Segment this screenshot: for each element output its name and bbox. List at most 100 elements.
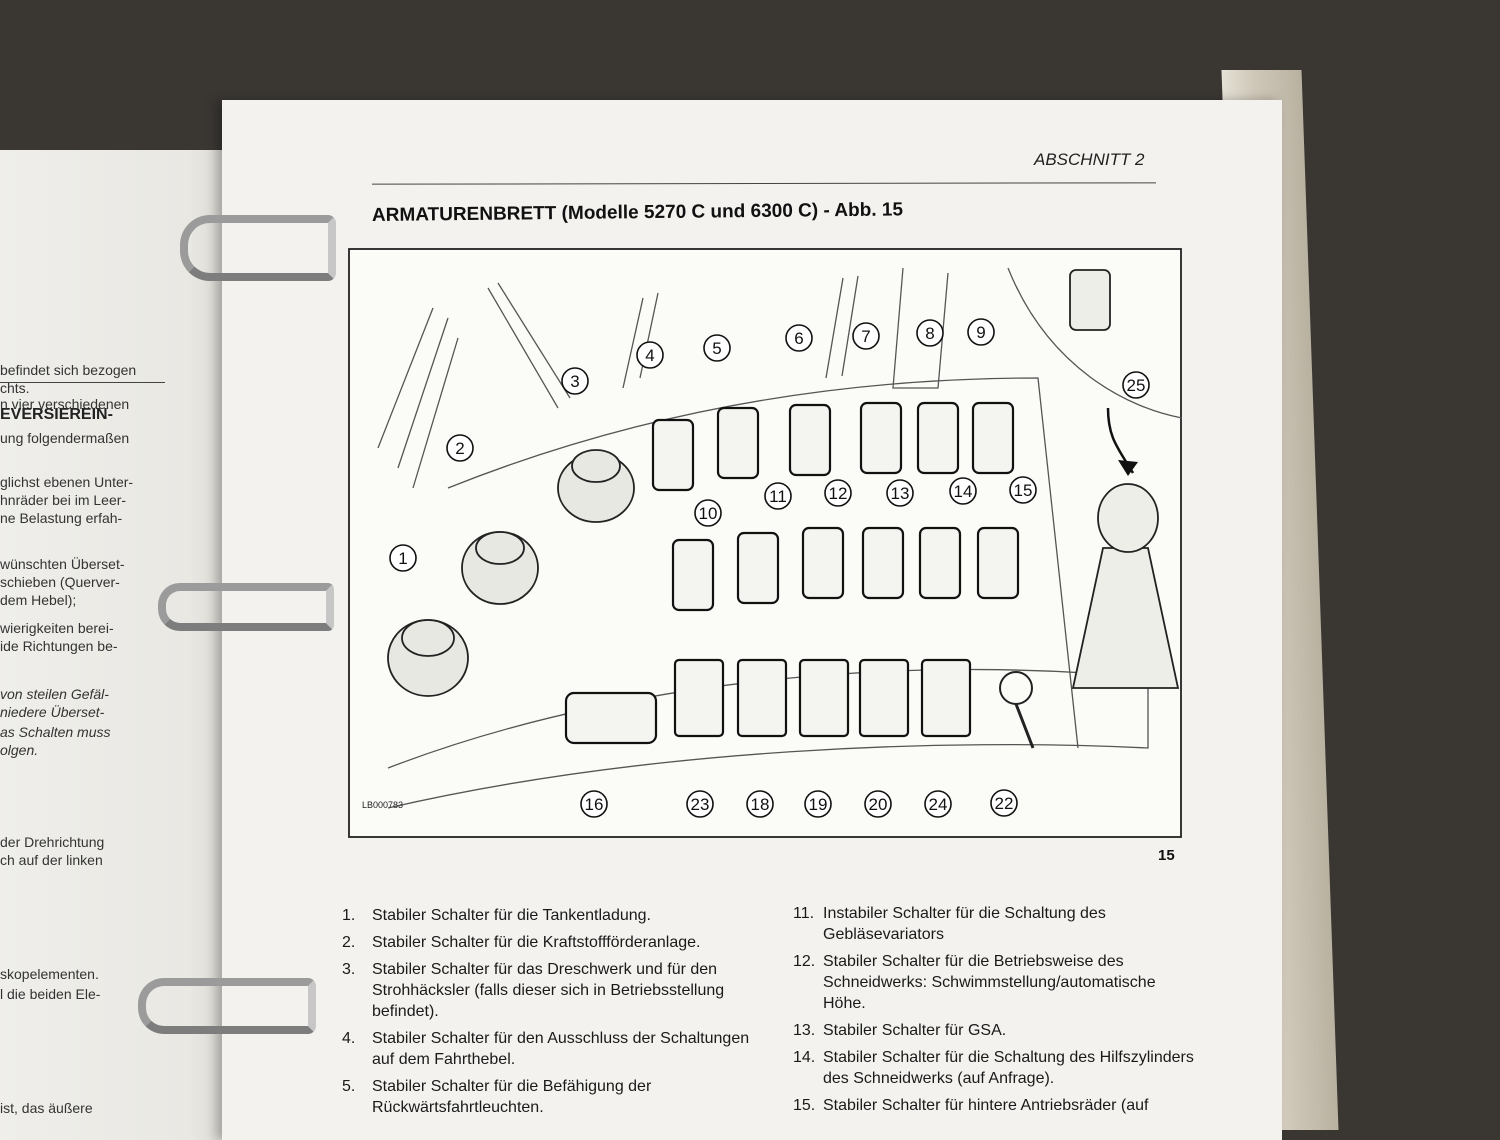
- callout-number: 4: [645, 346, 654, 365]
- legend-item-number: 2.: [342, 934, 356, 951]
- left-page-line: olgen.: [0, 742, 39, 758]
- legend-item-text: Stabiler Schalter für die Tankentladung.: [372, 907, 651, 924]
- switch-row-middle: [671, 526, 1020, 612]
- legend-item-text: Stabiler Schalter für die Befähigung der…: [372, 1078, 652, 1116]
- callout-circle: [1122, 371, 1150, 399]
- callout-circle: [389, 544, 417, 572]
- legend-item-number: 12.: [793, 953, 816, 970]
- callout-circle: [686, 790, 714, 818]
- legend-right-column: 11.Instabiler Schalter für die Schaltung…: [793, 903, 1201, 1122]
- legend-item: 1. Stabiler Schalter für die Tankentladun…: [342, 905, 750, 926]
- callout-number: 16: [585, 795, 604, 814]
- callout-number: 12: [829, 484, 848, 503]
- gear-lever: [1069, 269, 1180, 689]
- callout-number: 15: [1014, 481, 1033, 500]
- left-page-line: n vier verschiedenen: [0, 396, 130, 412]
- switch-row-top: [651, 401, 1015, 492]
- binder-ring-top: [180, 215, 336, 281]
- left-page-line: wünschten Überset-: [0, 556, 125, 572]
- callout-circle: [785, 324, 813, 352]
- left-page-line: von steilen Gefäl-: [0, 686, 109, 702]
- callout-number: 13: [891, 484, 910, 503]
- legend-item-number: 15.: [793, 1097, 816, 1114]
- callout-number: 18: [751, 795, 770, 814]
- legend-item: 15.Stabiler Schalter für hintere Antrieb…: [793, 1095, 1201, 1116]
- callout-circle: [852, 322, 880, 350]
- left-page-line: ne Belastung erfah-: [0, 510, 123, 526]
- legend-item-text: Stabiler Schalter für die Kraftstoffförd…: [372, 934, 701, 951]
- callout-circle: [967, 318, 995, 346]
- callout-number: 2: [455, 439, 464, 458]
- legend-item: 3. Stabiler Schalter für das Dreschwerk u…: [342, 959, 750, 1022]
- left-page-rule: [0, 382, 165, 383]
- callout-number: 7: [861, 327, 870, 346]
- callout-number: 25: [1127, 376, 1146, 395]
- callout-number: 6: [794, 329, 803, 348]
- figure-number: 15: [1158, 847, 1175, 864]
- callout-circle: [636, 341, 664, 369]
- callout-circle: [764, 482, 792, 510]
- legend-item-number: 3.: [342, 961, 356, 978]
- left-page-line: ide Richtungen be-: [0, 638, 118, 654]
- legend-item-number: 13.: [793, 1022, 816, 1039]
- left-page-line: niedere Überset-: [0, 704, 105, 720]
- legend-item-text: Stabiler Schalter für die Betriebsweise …: [823, 953, 1156, 1012]
- legend-left-column: 1. Stabiler Schalter für die Tankentladun…: [342, 905, 750, 1124]
- switch-row-bottom: [564, 658, 972, 745]
- legend-item: 12. Stabiler Schalter für die Betriebswei…: [793, 951, 1201, 1014]
- legend-item-number: 1.: [342, 907, 356, 924]
- left-page-line: der Drehrichtung: [0, 834, 105, 850]
- legend-item: 4. Stabiler Schalter für den Ausschluss d…: [342, 1028, 750, 1070]
- callout-circle: [924, 790, 952, 818]
- binder-ring-middle: [158, 583, 334, 631]
- callout-number: 11: [769, 487, 787, 506]
- callout-number: 19: [809, 795, 828, 814]
- callout-circle: [1009, 476, 1037, 504]
- left-page-line: as Schalten muss: [0, 724, 111, 740]
- section-label: ABSCHNITT 2: [1034, 150, 1145, 169]
- figure-code: LB000783: [362, 800, 403, 810]
- callout-number: 8: [925, 324, 934, 343]
- callout-circle: [446, 434, 474, 462]
- callout-number: 5: [712, 339, 721, 358]
- callout-circle: [580, 790, 608, 818]
- knobs: [387, 449, 635, 697]
- legend-item-text: Stabiler Schalter für das Dreschwerk und…: [372, 961, 725, 1020]
- legend-item: 2. Stabiler Schalter für die Kraftstofffö…: [342, 932, 750, 953]
- callout-circle: [949, 477, 977, 505]
- callout-circle: [824, 479, 852, 507]
- legend-item: 13. Stabiler Schalter für GSA.: [793, 1020, 1201, 1041]
- legend-item-number: 4.: [342, 1030, 356, 1047]
- legend-item-text: Instabiler Schalter für die Schaltung de…: [823, 905, 1106, 943]
- callout-circle: [746, 790, 774, 818]
- left-page-line: skopelementen.: [0, 966, 99, 982]
- left-page-line: dem Hebel);: [0, 592, 77, 608]
- callout-circle: [694, 499, 722, 527]
- legend-item-number: 14.: [793, 1049, 816, 1066]
- left-page-line: l die beiden Ele-: [0, 986, 101, 1002]
- left-page-line: befindet sich bezogen: [0, 362, 137, 378]
- callout-number: 10: [699, 504, 718, 523]
- left-page-heading: EVERSIEREIN-: [0, 406, 113, 423]
- left-page-line: schieben (Querver-: [0, 574, 120, 590]
- left-page-line: ist, das äußere: [0, 1100, 93, 1116]
- binder-ring-bottom: [138, 978, 316, 1034]
- legend-item-text: Stabiler Schalter für GSA.: [823, 1022, 1007, 1039]
- callout-number: 20: [869, 795, 888, 814]
- callout-number: 9: [976, 323, 985, 342]
- left-page-line: ung folgendermaßen: [0, 430, 130, 446]
- legend-item-text: Stabiler Schalter für die Schaltung des …: [823, 1049, 1194, 1087]
- callout-circle: [990, 789, 1018, 817]
- callout-circle: [804, 790, 832, 818]
- callout-circle: [561, 367, 589, 395]
- legend-item: 14. Stabiler Schalter für die Schaltung d…: [793, 1047, 1201, 1089]
- callout-circle: [886, 479, 914, 507]
- callout-number: 24: [929, 795, 948, 814]
- left-page-line: ch auf der linken: [0, 852, 103, 868]
- callout-number: 23: [691, 795, 710, 814]
- legend-item-text: Stabiler Schalter für den Ausschluss der…: [372, 1030, 750, 1068]
- left-page-line: hnräder bei im Leer-: [0, 492, 127, 508]
- left-page-line: chts.: [0, 380, 30, 396]
